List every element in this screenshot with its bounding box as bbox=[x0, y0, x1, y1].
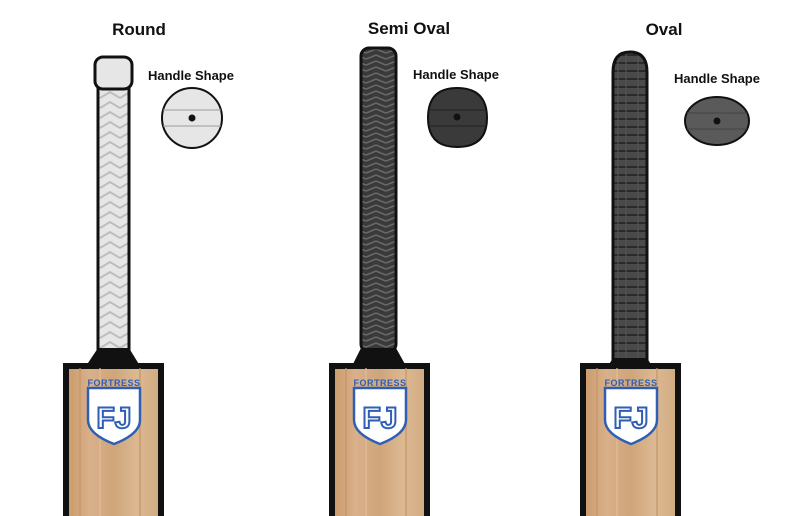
handle-oval bbox=[608, 50, 652, 366]
logo-mark-semi-oval: FJ bbox=[362, 402, 397, 435]
bat-oval-panel: Oval Handle Shape bbox=[532, 0, 798, 516]
bat-round-panel: Round Handle Shape bbox=[0, 0, 266, 516]
bat-title-semi-oval: Semi Oval bbox=[367, 19, 451, 38]
fortress-logo-semi-oval: FORTRESS FJ bbox=[352, 378, 408, 446]
bat-semi-oval-panel: Semi Oval Handle Shape bbox=[266, 0, 532, 516]
handle-shape-label-round: Handle Shape bbox=[148, 68, 234, 83]
logo-mark-oval: FJ bbox=[613, 402, 648, 435]
handle-shape-label-semi-oval: Handle Shape bbox=[413, 67, 499, 82]
bat-title-round: Round bbox=[112, 20, 166, 39]
bat-round-drawing: FORTRESS FJ bbox=[63, 55, 223, 516]
brand-text-round: FORTRESS bbox=[87, 378, 140, 388]
handle-shape-label-oval: Handle Shape bbox=[674, 71, 760, 86]
handle-cross-section-oval bbox=[684, 96, 750, 146]
fortress-logo-oval: FORTRESS FJ bbox=[603, 378, 659, 446]
handle-cross-section-semi-oval bbox=[426, 86, 489, 149]
brand-text-semi-oval: FORTRESS bbox=[353, 378, 406, 388]
handle-round bbox=[86, 55, 140, 366]
fortress-logo-round: FORTRESS FJ bbox=[86, 378, 142, 446]
handle-cross-section-round bbox=[161, 87, 223, 149]
bat-semi-oval-drawing: FORTRESS FJ bbox=[329, 46, 489, 516]
handle-semi-oval bbox=[352, 46, 406, 366]
bat-title-oval: Oval bbox=[645, 20, 683, 39]
logo-mark-round: FJ bbox=[96, 402, 131, 435]
bat-oval-drawing: FORTRESS FJ bbox=[580, 50, 750, 516]
brand-text-oval: FORTRESS bbox=[604, 378, 657, 388]
